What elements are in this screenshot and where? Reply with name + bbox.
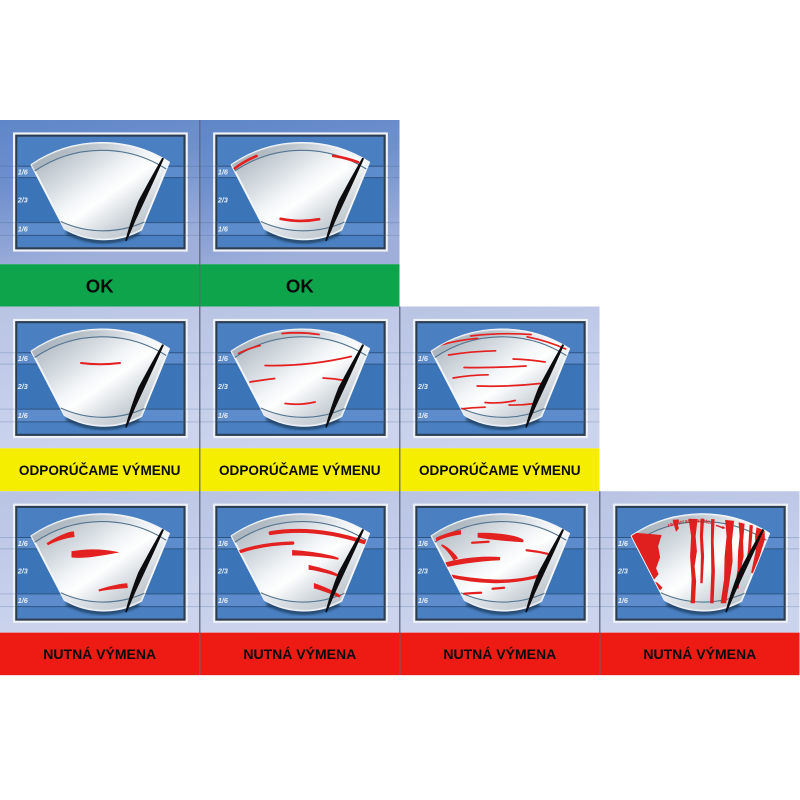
svg-text:ODPORÚČAME VÝMENU: ODPORÚČAME VÝMENU bbox=[219, 463, 381, 478]
svg-text:ODPORÚČAME VÝMENU: ODPORÚČAME VÝMENU bbox=[419, 463, 581, 478]
svg-text:NUTNÁ VÝMENA: NUTNÁ VÝMENA bbox=[243, 645, 356, 662]
svg-text:NUTNÁ VÝMENA: NUTNÁ VÝMENA bbox=[443, 645, 556, 662]
svg-text:ratterratterratter: ratterratterratter bbox=[667, 518, 714, 529]
svg-text:NUTNÁ VÝMENA: NUTNÁ VÝMENA bbox=[43, 645, 156, 662]
svg-text:OK: OK bbox=[286, 276, 314, 297]
svg-text:ODPORÚČAME VÝMENU: ODPORÚČAME VÝMENU bbox=[19, 463, 181, 478]
svg-text:OK: OK bbox=[86, 276, 114, 297]
svg-text:NUTNÁ VÝMENA: NUTNÁ VÝMENA bbox=[643, 645, 756, 662]
